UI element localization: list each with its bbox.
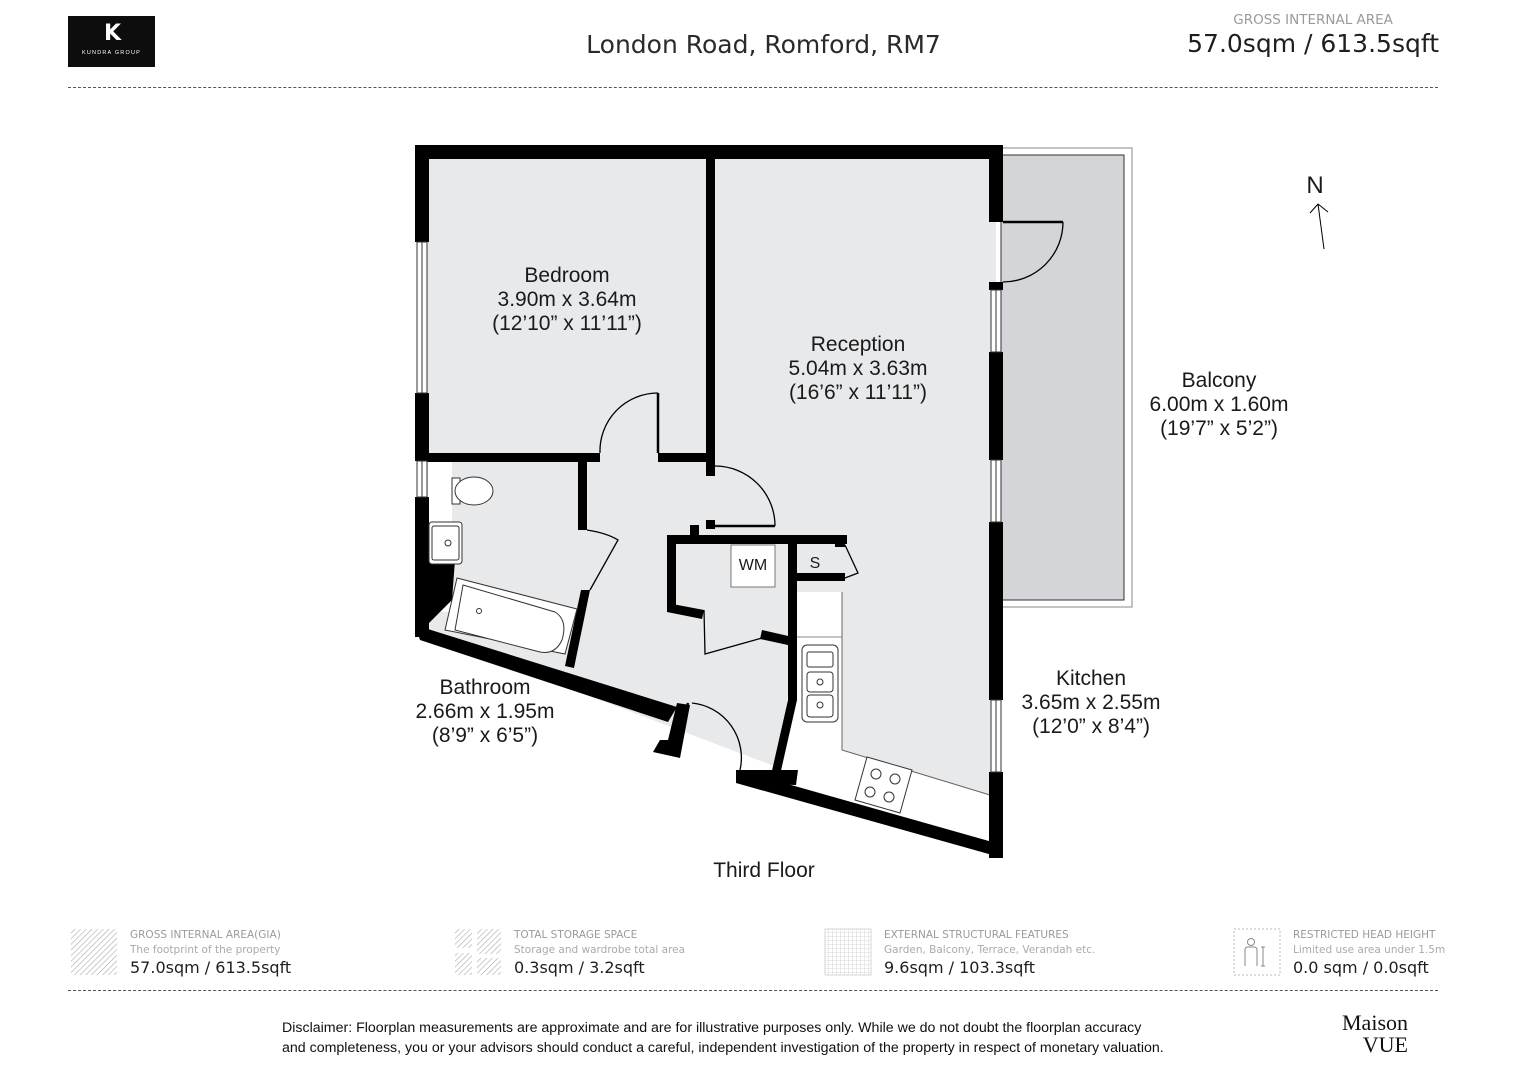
room-label-bathroom: Bathroom 2.66m x 1.95m (8’9” x 6’5”) [416, 676, 555, 747]
header-divider [68, 87, 1438, 88]
logo-mark: K [103, 21, 121, 46]
toilet-fixture [451, 476, 494, 506]
storage-hatch-icon [455, 929, 501, 975]
svg-text:(16’6” x 11’11”): (16’6” x 11’11”) [789, 381, 927, 404]
disclaimer-line-1: Disclaimer: Floorplan measurements are a… [282, 1020, 1142, 1036]
svg-text:3.90m x 3.64m: 3.90m x 3.64m [498, 288, 637, 311]
svg-text:Balcony: Balcony [1182, 369, 1257, 392]
person-height-icon [1233, 928, 1281, 976]
legend-title: TOTAL STORAGE SPACE [514, 929, 638, 941]
svg-text:(12’10” x 11’11”): (12’10” x 11’11”) [492, 312, 642, 335]
washing-machine-fixture: WM [730, 544, 776, 588]
room-label-bedroom: Bedroom 3.90m x 3.64m (12’10” x 11’11”) [492, 264, 642, 335]
svg-text:6.00m x 1.60m: 6.00m x 1.60m [1150, 393, 1289, 416]
legend-description: Storage and wardrobe total area [514, 944, 686, 956]
svg-text:(19’7” x 5’2”): (19’7” x 5’2”) [1160, 417, 1278, 440]
walls [415, 145, 1003, 858]
logo-brand-text: KUNDRA GROUP [81, 50, 142, 56]
kitchen-sink-fixture [801, 644, 839, 723]
legend-description: Limited use area under 1.5m [1293, 944, 1446, 956]
svg-text:S: S [810, 555, 821, 572]
gross-internal-area-summary: GROSS INTERNAL AREA 57.0sqm / 613.5sqft [1187, 12, 1439, 58]
disclaimer-text: Disclaimer: Floorplan measurements are a… [282, 1018, 1262, 1058]
balcony-area [1000, 147, 1133, 608]
property-address-title: London Road, Romford, RM7 [586, 30, 941, 59]
svg-text:N: N [1306, 172, 1323, 199]
legend-title: RESTRICTED HEAD HEIGHT [1293, 929, 1436, 941]
svg-text:Kitchen: Kitchen [1056, 667, 1126, 690]
hob-fixture [854, 756, 913, 814]
legend-value: 9.6sqm / 103.3sqft [884, 958, 1036, 977]
legend-title: GROSS INTERNAL AREA(GIA) [130, 929, 281, 941]
footer-divider [68, 990, 1438, 991]
basin-fixture [428, 521, 463, 565]
svg-text:2.66m x 1.95m: 2.66m x 1.95m [416, 700, 555, 723]
room-label-kitchen: Kitchen 3.65m x 2.55m (12’0” x 8’4”) [1022, 667, 1161, 738]
kundra-group-logo: K KUNDRA GROUP [68, 16, 155, 67]
svg-text:Bedroom: Bedroom [524, 264, 609, 287]
svg-text:Reception: Reception [811, 333, 906, 356]
legend-value: 0.0 sqm / 0.0sqft [1293, 958, 1429, 977]
door-swings [586, 220, 1064, 771]
room-label-balcony: Balcony 6.00m x 1.60m (19’7” x 5’2”) [1150, 369, 1289, 440]
gia-label: GROSS INTERNAL AREA [1233, 12, 1393, 28]
svg-text:(12’0” x 8’4”): (12’0” x 8’4”) [1032, 715, 1150, 738]
legend-description: The footprint of the property [130, 944, 281, 956]
svg-text:WM: WM [739, 557, 767, 574]
storage-cupboard: S [810, 555, 821, 572]
brand-line-2: VUE [1362, 1032, 1408, 1057]
legend-value: 57.0sqm / 613.5sqft [130, 958, 292, 977]
legend-title: EXTERNAL STRUCTURAL FEATURES [884, 929, 1069, 941]
svg-text:(8’9” x 6’5”): (8’9” x 6’5”) [432, 724, 538, 747]
svg-text:5.04m x 3.63m: 5.04m x 3.63m [789, 357, 928, 380]
diagonal-hatch-icon [71, 929, 117, 975]
north-arrow-icon: N [1306, 172, 1329, 250]
svg-text:Bathroom: Bathroom [439, 676, 530, 699]
legend-value: 0.3sqm / 3.2sqft [514, 958, 645, 977]
windows [416, 241, 1002, 773]
svg-text:3.65m x 2.55m: 3.65m x 2.55m [1022, 691, 1161, 714]
brand-line-1: Maison [1342, 1010, 1408, 1035]
floor-label: Third Floor [713, 859, 815, 882]
maison-vue-logo: Maison VUE [1330, 1012, 1408, 1056]
bathtub-fixture [444, 577, 578, 655]
legend-description: Garden, Balcony, Terrace, Verandah etc. [884, 944, 1096, 956]
room-label-reception: Reception 5.04m x 3.63m (16’6” x 11’11”) [789, 333, 928, 404]
grid-icon [824, 928, 872, 976]
gia-value: 57.0sqm / 613.5sqft [1187, 29, 1439, 58]
disclaimer-line-2: and completeness, you or your advisors s… [282, 1040, 1164, 1056]
